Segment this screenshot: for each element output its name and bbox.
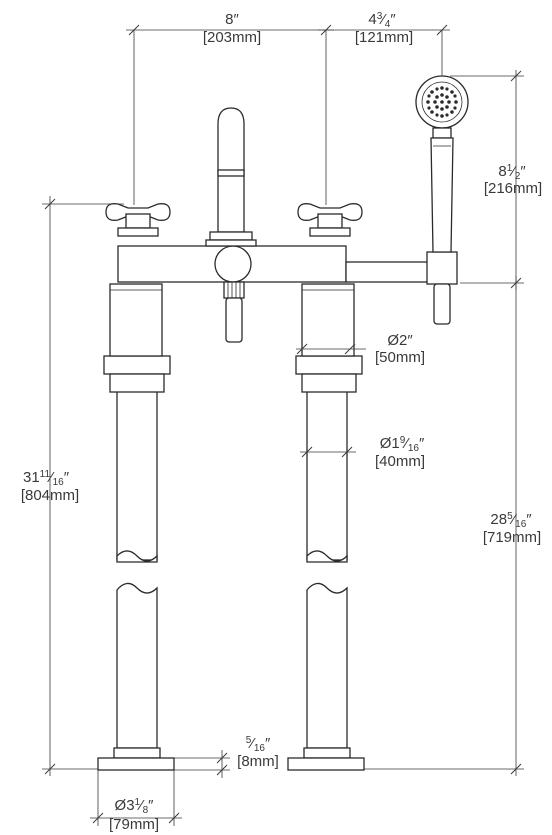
dim-riser-height: 285⁄16″ [719mm] [483,511,541,546]
diverter-stem [225,297,243,343]
left-base-flange [97,757,175,771]
hose-connector [433,283,451,325]
hand-shower-arm [345,261,431,283]
dim-base-diameter: Ø31⁄8″ [79mm] [109,797,159,833]
left-collar-ring [103,355,171,375]
shower-handle [430,137,454,253]
right-base-flange [287,757,365,771]
left-riser-break-top [116,550,158,563]
svg-text:5⁄16″: 5⁄16″ [246,735,271,754]
right-riser-break-top [306,550,348,563]
dimension-labels: 8″ [203mm] 43⁄4″ [121mm] 81⁄2″ [216mm] 3… [21,11,542,833]
shower-neck [432,127,452,139]
svg-text:Ø2″: Ø2″ [387,332,413,349]
svg-text:8″: 8″ [225,11,239,28]
left-upper-sleeve [109,283,163,357]
left-riser-upper [116,371,158,561]
right-collar-ring [295,355,363,375]
svg-text:285⁄16″: 285⁄16″ [490,511,532,530]
shower-spray-holes [426,86,458,118]
spout-aerator-ring [217,169,245,177]
svg-text:Ø31⁄8″: Ø31⁄8″ [115,797,155,816]
dim-collar-diameter: Ø2″ [50mm] [375,332,425,366]
dim-hand-shower-offset: 43⁄4″ [121mm] [355,11,413,46]
dim-spout-spacing: 8″ [203mm] [203,11,261,46]
dim-overall-height-metric: [804mm] [21,487,79,504]
right-cross-handle [297,203,363,237]
dim-base-diameter-metric: [79mm] [109,816,159,833]
svg-text:3111⁄16″: 3111⁄16″ [23,469,70,488]
dim-hand-shower-offset-metric: [121mm] [355,29,413,46]
dim-hand-shower-height: 81⁄2″ [216mm] [484,163,542,197]
dimension-lines [42,24,524,826]
central-hub [214,245,252,283]
spout-base-flange [205,239,257,247]
right-base-neck [303,747,351,759]
dim-base-thickness: 5⁄16″ [8mm] [237,735,279,770]
left-collar [109,373,165,393]
dim-hand-shower-height-metric: [216mm] [484,180,542,197]
right-upper-sleeve [301,283,355,357]
left-riser-lower [116,582,158,749]
faucet-assembly [97,75,469,771]
dim-spout-spacing-metric: [203mm] [203,29,261,46]
dim-overall-height: 3111⁄16″ [804mm] [21,469,79,504]
svg-text:43⁄4″: 43⁄4″ [368,11,396,30]
svg-text:81⁄2″: 81⁄2″ [498,163,526,182]
dim-pipe-diameter-metric: [40mm] [375,453,425,470]
dim-pipe-diameter: Ø19⁄16″ [40mm] [375,435,425,470]
svg-text:Ø19⁄16″: Ø19⁄16″ [380,435,425,454]
right-riser-lower [306,582,348,749]
hand-shower [415,75,469,325]
dim-base-thickness-metric: [8mm] [237,753,279,770]
spout-base-ring [209,231,253,241]
right-collar [301,373,357,393]
dim-riser-height-metric: [719mm] [483,529,541,546]
left-cross-handle [105,203,171,237]
diverter-knurl [223,281,245,299]
hand-shower-holder [426,251,458,285]
left-base-neck [113,747,161,759]
dim-collar-diameter-metric: [50mm] [375,349,425,366]
right-riser-upper [306,371,348,561]
